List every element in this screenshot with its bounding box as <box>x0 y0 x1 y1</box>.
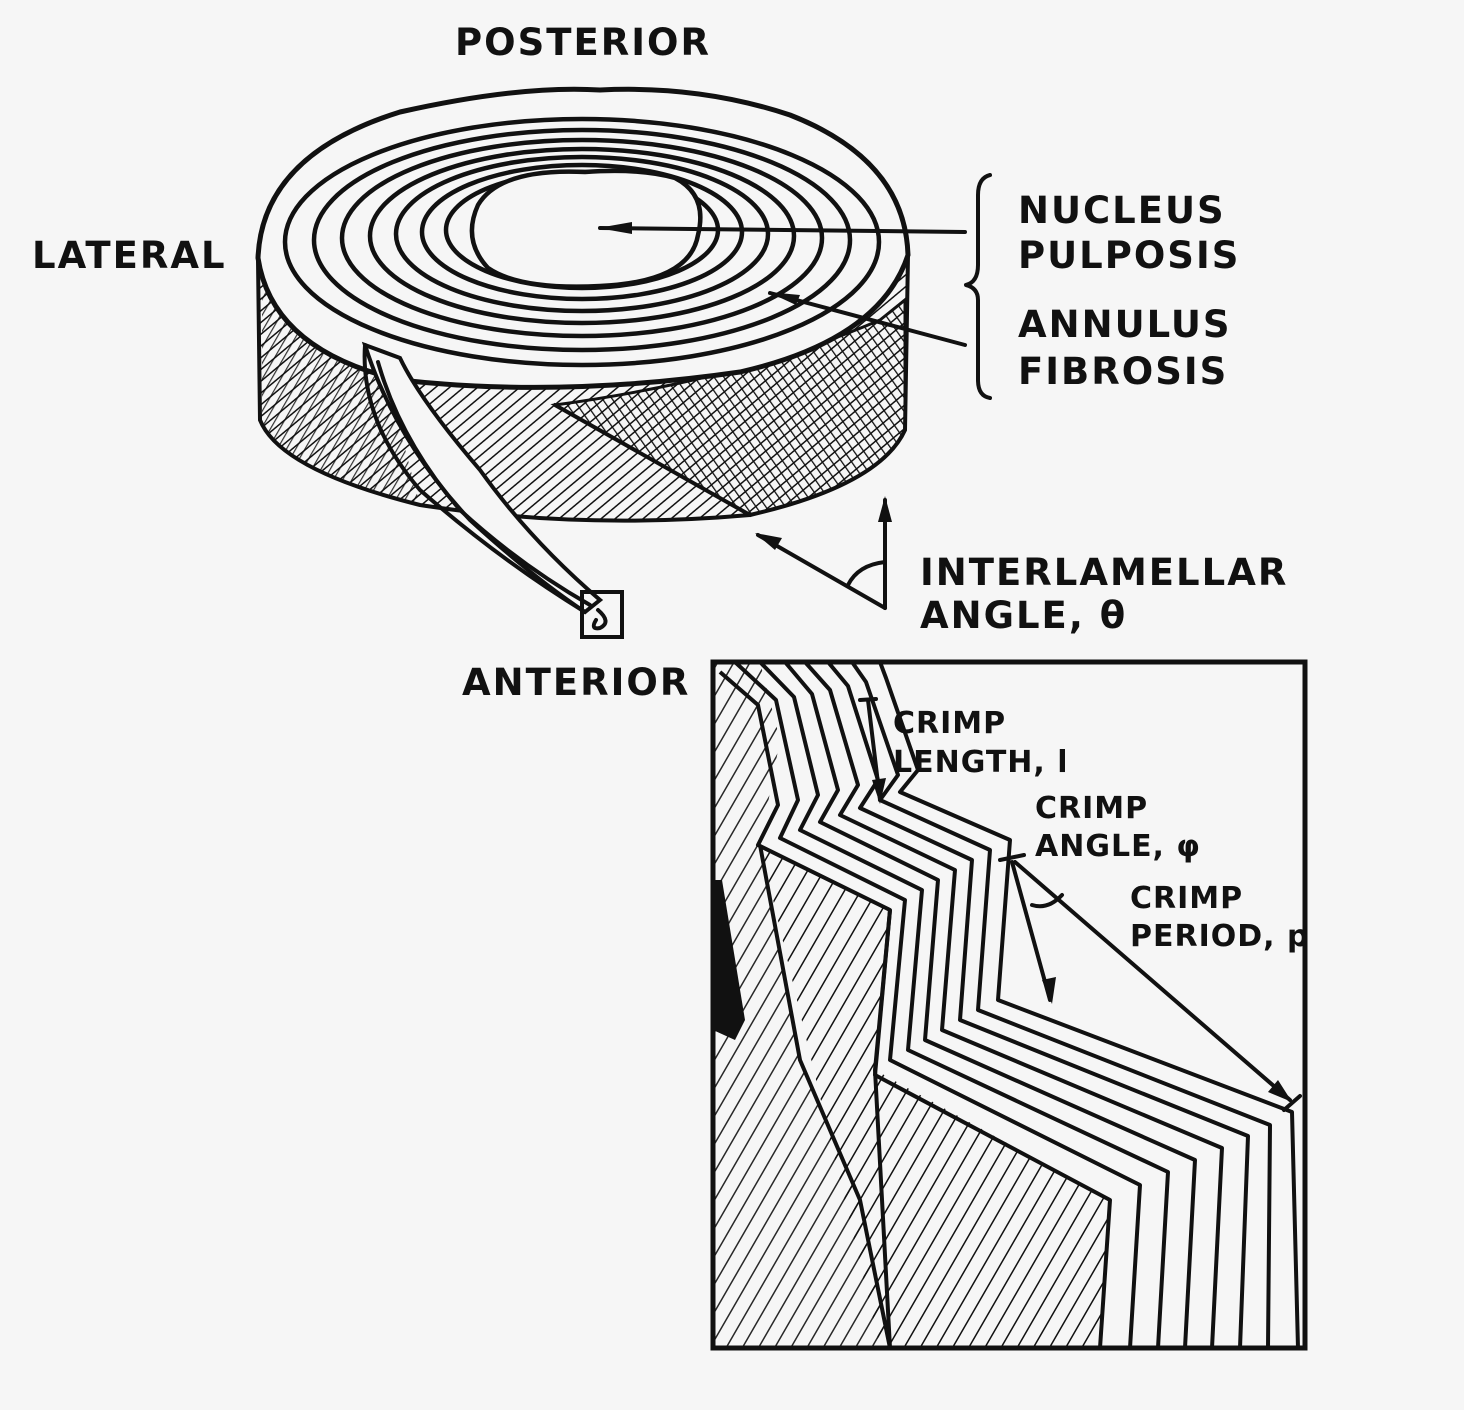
label-interlamellar-line2: ANGLE, θ <box>920 594 1127 637</box>
labels: POSTERIOR LATERAL ANTERIOR NUCLEUS PULPO… <box>32 21 1309 954</box>
crimp-length-marker <box>858 697 886 804</box>
label-crimp-length-line2: LENGTH, l <box>893 745 1069 780</box>
label-nucleus-line2: PULPOSIS <box>1018 234 1240 277</box>
label-crimp-angle-line2: ANGLE, φ <box>1035 829 1201 864</box>
label-crimp-period-line2: PERIOD, p <box>1130 919 1309 954</box>
interlamellar-angle-symbol <box>755 496 892 610</box>
crimp-period-marker <box>1013 860 1302 1112</box>
inset-hatch-mid <box>760 845 1110 1348</box>
crimped-fibres <box>718 662 1300 1348</box>
label-interlamellar-line1: INTERLAMELLAR <box>920 551 1288 594</box>
label-crimp-length-line1: CRIMP <box>893 706 1006 741</box>
label-nucleus-line1: NUCLEUS <box>1018 189 1226 232</box>
crimp-inset <box>710 659 1308 1351</box>
nucleus-pulposis-region <box>469 168 703 289</box>
crimp-angle-marker <box>998 853 1064 1004</box>
label-braces <box>964 173 992 400</box>
inset-dark-edge <box>713 880 745 1040</box>
label-annulus-line1: ANNULUS <box>1018 303 1232 346</box>
leader-lines <box>598 222 967 347</box>
label-posterior: POSTERIOR <box>455 21 711 64</box>
inset-marker-box <box>580 590 624 639</box>
label-annulus-line2: FIBROSIS <box>1018 350 1228 393</box>
label-lateral: LATERAL <box>32 234 227 277</box>
label-crimp-period-line1: CRIMP <box>1130 881 1243 916</box>
label-anterior: ANTERIOR <box>462 661 690 704</box>
disc-illustration <box>255 86 911 639</box>
annulus-lamella-right <box>550 296 907 517</box>
label-crimp-angle-line1: CRIMP <box>1035 791 1148 826</box>
